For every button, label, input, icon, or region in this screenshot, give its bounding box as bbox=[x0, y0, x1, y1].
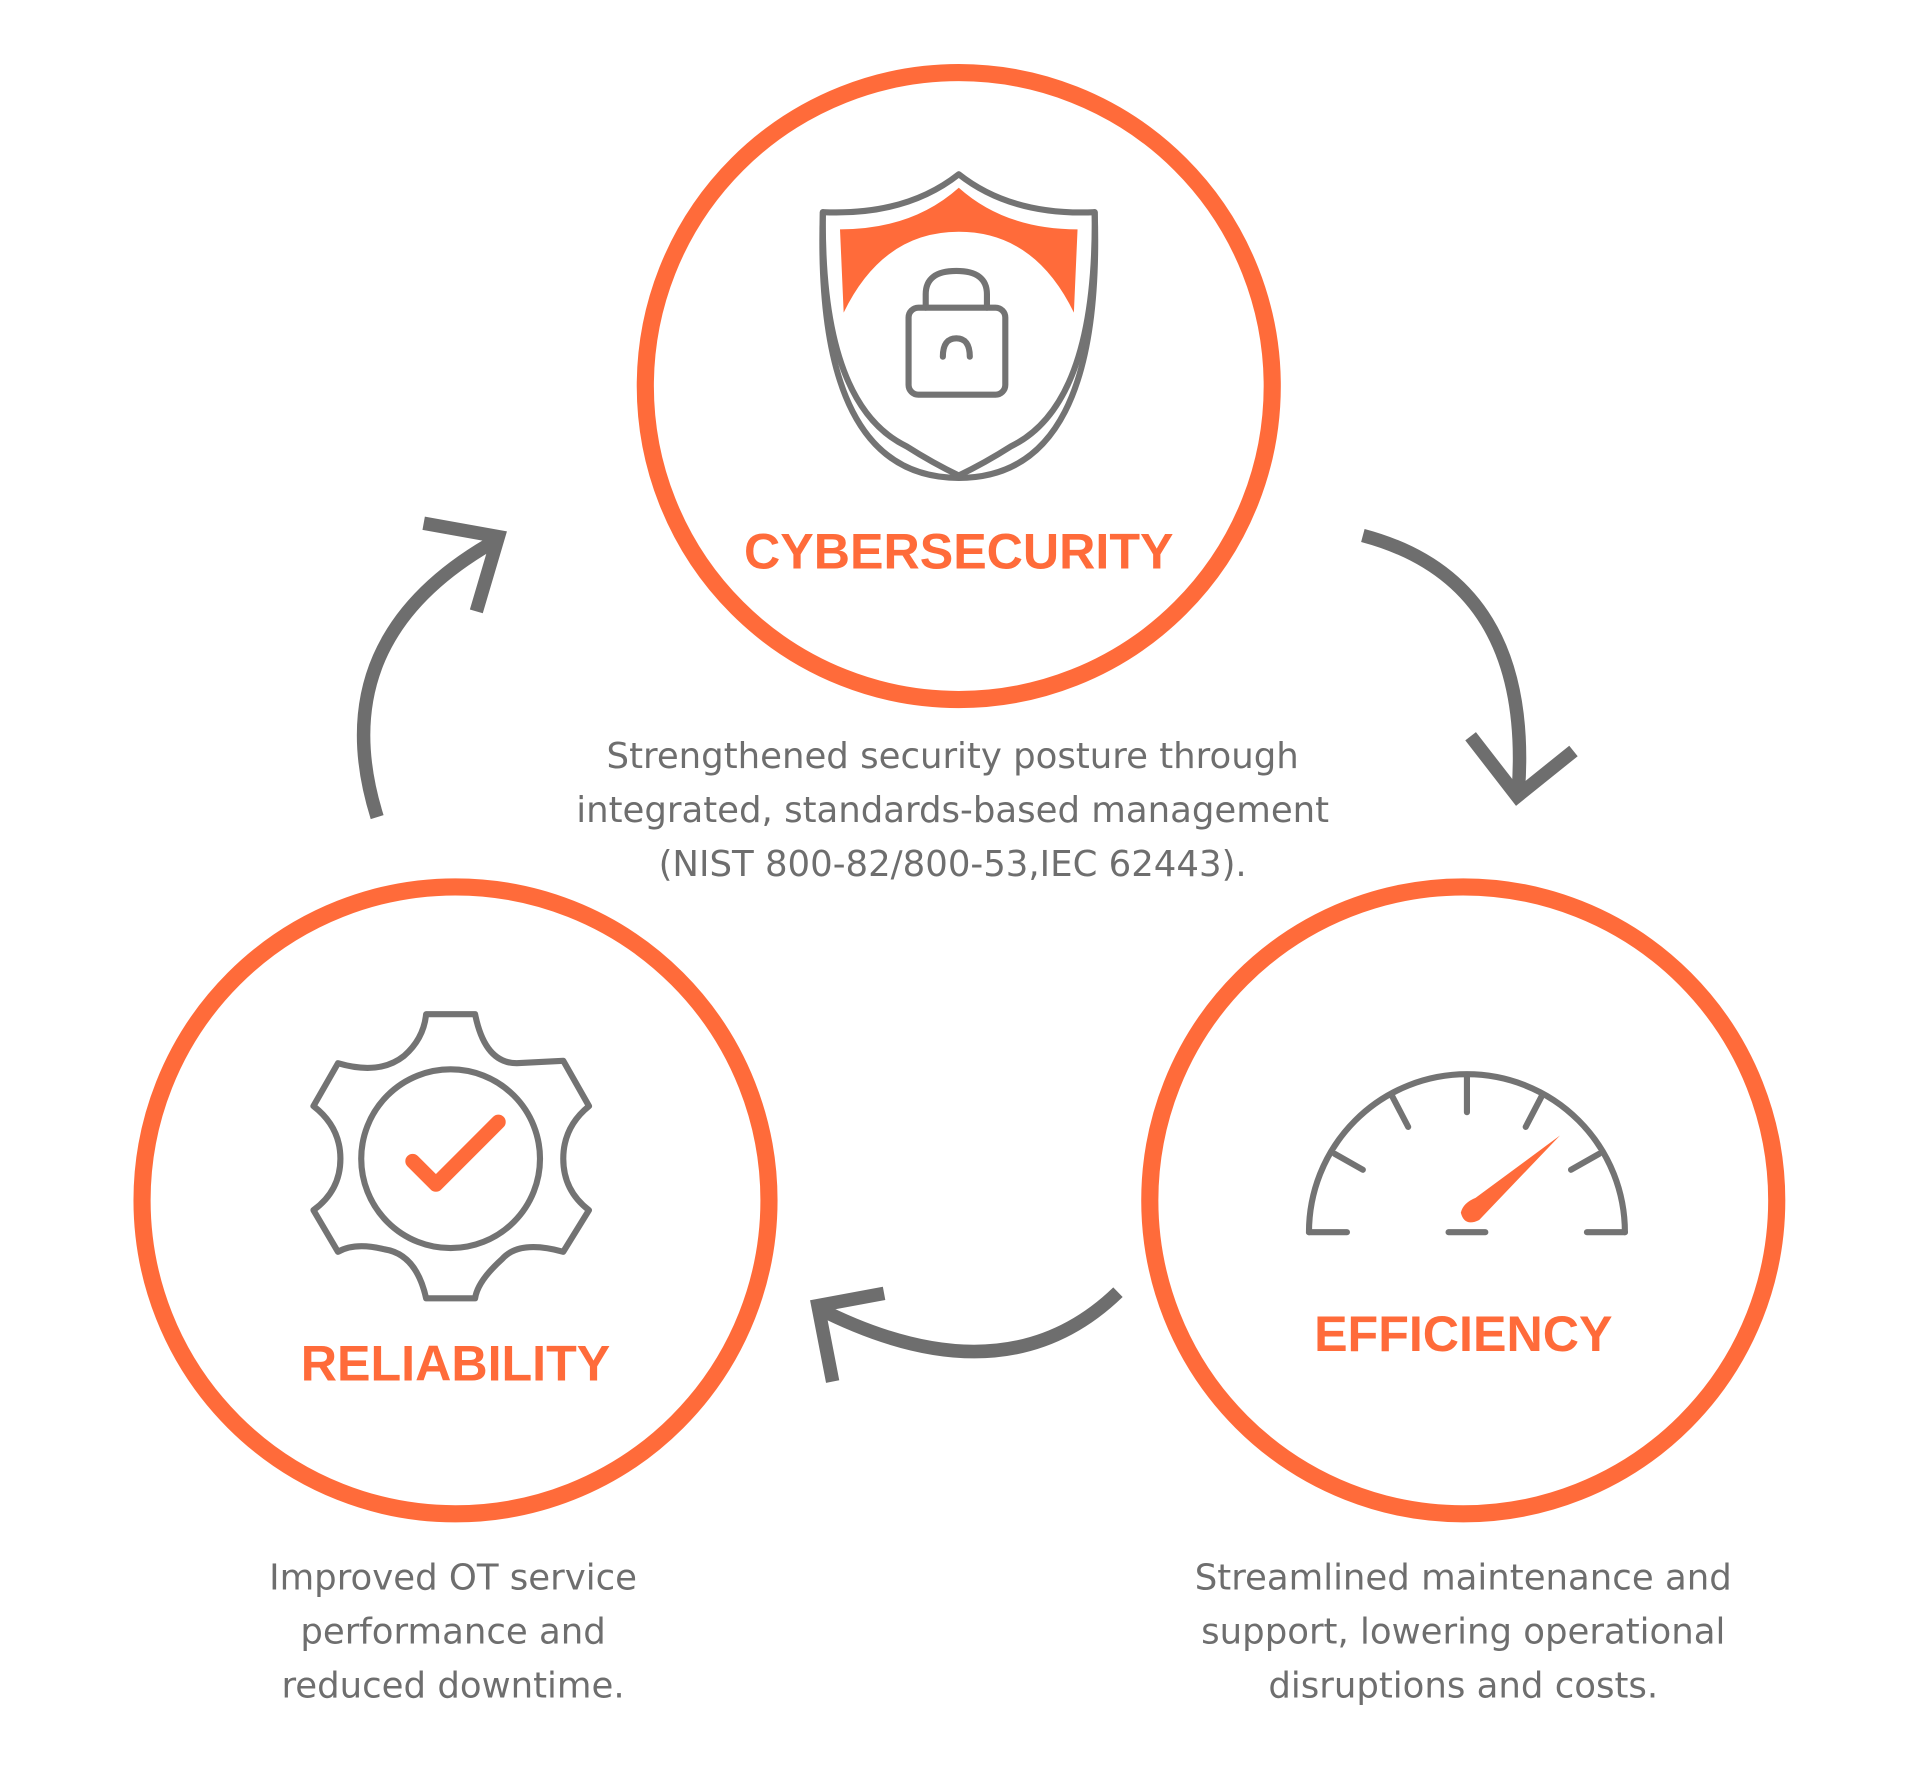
reliability-title: RELIABILITY bbox=[301, 1335, 610, 1391]
cybersecurity-title: CYBERSECURITY bbox=[744, 524, 1173, 580]
shield-band bbox=[840, 187, 1078, 313]
arrow-reliability-to-cyber bbox=[356, 516, 507, 820]
efficiency-title: EFFICIENCY bbox=[1314, 1306, 1612, 1362]
gauge-needle bbox=[1460, 1135, 1560, 1223]
node-efficiency: EFFICIENCY Streamlined maintenance and s… bbox=[1141, 878, 1786, 1706]
efficiency-desc-line-2: support, lowering operational bbox=[1201, 1612, 1725, 1653]
cybersecurity-desc-line-1: Strengthened security posture through bbox=[607, 736, 1299, 777]
efficiency-desc-line-1: Streamlined maintenance and bbox=[1195, 1558, 1732, 1599]
cybersecurity-desc-line-2: integrated, standards-based management bbox=[576, 790, 1329, 831]
efficiency-ring bbox=[1141, 878, 1786, 1523]
arrow-cyber-to-efficiency bbox=[1361, 528, 1578, 806]
arrow-efficiency-to-reliability bbox=[810, 1286, 1123, 1383]
reliability-desc-line-1: Improved OT service bbox=[269, 1558, 637, 1599]
gear-check-icon bbox=[310, 1011, 593, 1302]
efficiency-desc-line-3: disruptions and costs. bbox=[1268, 1665, 1658, 1706]
reliability-desc-line-3: reduced downtime. bbox=[281, 1665, 624, 1706]
node-reliability: RELIABILITY Improved OT service performa… bbox=[133, 878, 778, 1706]
reliability-ring bbox=[133, 878, 778, 1523]
shield-lock-icon bbox=[819, 171, 1099, 481]
reliability-desc-line-2: performance and bbox=[300, 1612, 605, 1653]
check-mark bbox=[405, 1114, 506, 1192]
node-cybersecurity: CYBERSECURITY Strengthened security post… bbox=[576, 64, 1329, 885]
cybersecurity-desc-line-3: (NIST 800-82/800-53,IEC 62443). bbox=[659, 844, 1247, 885]
cybersecurity-ring bbox=[636, 64, 1281, 709]
speedometer-icon bbox=[1305, 1071, 1628, 1236]
